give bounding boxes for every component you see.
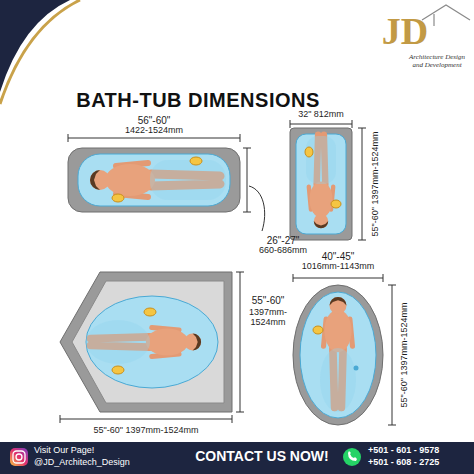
dimension-label: 55"-60" 1397mm-1524mm xyxy=(94,426,199,436)
dimension-line xyxy=(358,128,366,240)
rectangular-tub xyxy=(150,160,226,200)
whatsapp-icon xyxy=(343,448,361,466)
corner-tub xyxy=(60,272,232,412)
narrow-tub xyxy=(290,128,352,240)
oval-tub xyxy=(320,348,356,412)
dimension-line xyxy=(293,274,396,425)
rectangular-tub xyxy=(190,157,202,165)
corner-swoosh xyxy=(0,0,80,104)
instagram-icon xyxy=(13,451,25,463)
dimension-label: 26"-27" xyxy=(267,235,300,246)
oval-tub xyxy=(293,285,383,425)
corner-tub xyxy=(86,296,218,388)
corner-swoosh xyxy=(0,0,80,104)
corner-tub xyxy=(144,308,156,316)
instagram-icon xyxy=(16,454,22,460)
oval-tub xyxy=(313,326,323,334)
rectangular-tub xyxy=(68,148,240,212)
dimension-line xyxy=(293,274,383,282)
dimension-line xyxy=(388,285,396,425)
oval-tub xyxy=(300,292,376,418)
dimension-line xyxy=(60,272,244,423)
corner-tub xyxy=(60,272,232,412)
footer-text: Visit Our Page! xyxy=(34,446,94,456)
rectangular-tub xyxy=(78,154,230,206)
phone-number: +501 - 601 - 9578 xyxy=(368,446,439,456)
corner-tub xyxy=(72,281,224,403)
logo-mark xyxy=(422,5,470,20)
dimension-label: 660-686mm xyxy=(259,246,307,256)
narrow-tub xyxy=(296,134,346,234)
narrow-tub xyxy=(290,128,352,240)
narrow-tub xyxy=(305,147,313,157)
logo-letters: JD xyxy=(382,11,428,53)
dimension-line xyxy=(68,134,265,231)
dimension-line xyxy=(249,186,265,231)
footer-bar xyxy=(0,442,474,474)
title: BATH-TUB DIMENSIONS xyxy=(76,89,320,111)
oval-tub xyxy=(293,285,383,425)
narrow-tub xyxy=(306,136,336,184)
dimension-line xyxy=(68,134,240,142)
dimension-label: 1397mm-1524mm xyxy=(245,308,291,328)
phone-number: +501 - 608 - 2725 xyxy=(368,458,439,468)
rectangular-tub xyxy=(112,194,124,202)
dimension-label: 1016mm-1143mm xyxy=(302,262,374,272)
dimension-line xyxy=(290,120,366,240)
corner-tub xyxy=(112,366,124,374)
contact-button-text: CONTACT US NOW! xyxy=(195,449,329,464)
corner-tub xyxy=(86,320,150,364)
dimension-label: 55"-60" 1397mm-1524mm xyxy=(371,132,381,237)
logo-mark xyxy=(433,14,434,26)
dimension-line xyxy=(243,148,251,212)
instagram-icon xyxy=(10,448,28,466)
whatsapp-icon xyxy=(348,451,357,461)
footer-text: @JD_Architech_Design xyxy=(34,458,130,468)
logo-text: Architecture Design and Development xyxy=(404,54,470,69)
logo-mark xyxy=(422,5,470,26)
narrow-tub xyxy=(331,200,341,208)
dimension-line xyxy=(290,120,352,128)
whatsapp-icon xyxy=(343,448,361,466)
dimension-label: 56"-60" xyxy=(138,115,171,126)
oval-tub xyxy=(354,366,359,371)
rectangular-tub xyxy=(68,148,240,212)
dimension-label: 55"-60" xyxy=(252,295,285,306)
dimension-label: 1422-1524mm xyxy=(125,126,183,136)
dimension-line xyxy=(236,272,244,412)
instagram-icon xyxy=(10,448,28,466)
dimension-label: 32" 812mm xyxy=(298,110,344,120)
dimension-label: 40"-45" xyxy=(322,251,355,262)
dimension-label: 55"-60" 1397mm-1524mm xyxy=(400,303,410,408)
dimension-line xyxy=(60,415,232,423)
